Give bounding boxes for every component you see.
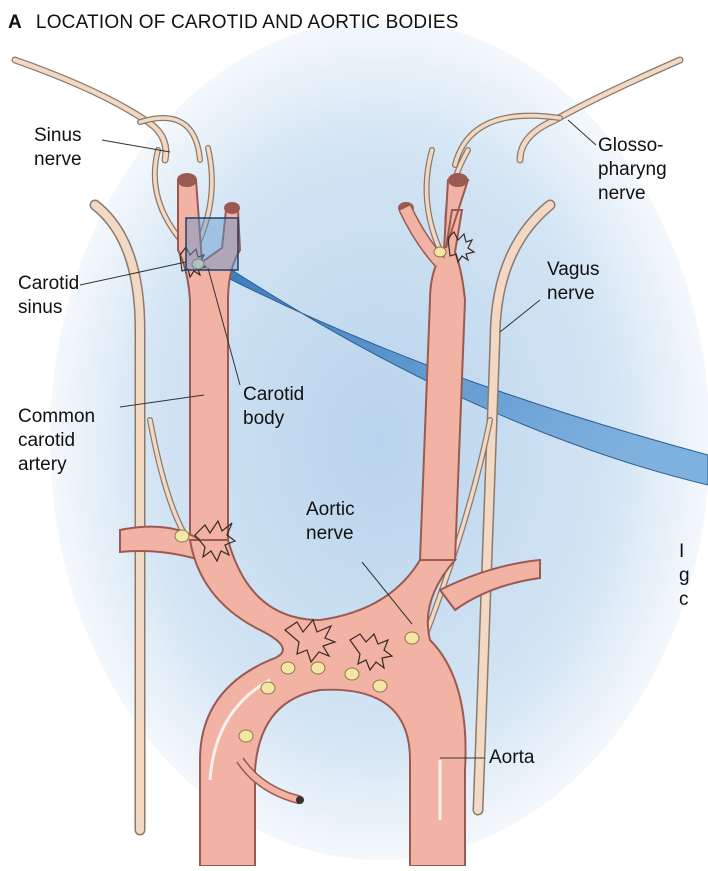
label-line: I (679, 541, 685, 562)
label-cut-off-right: I g c (679, 540, 708, 612)
label-glossopharyngeal-nerve: Glosso- pharyng nerve (598, 134, 667, 206)
vagus-nerve-paths (89, 199, 556, 836)
label-line: Carotid (243, 384, 305, 405)
label-sinus-nerve: Sinus nerve (34, 124, 82, 172)
label-line: artery (18, 454, 67, 475)
label-line: c (679, 589, 689, 610)
label-line: Glosso- (598, 135, 664, 156)
label-line: Vagus (547, 259, 600, 280)
aorta-highlight (208, 678, 271, 781)
label-line: Carotid (18, 273, 80, 294)
panel-letter: A (8, 12, 22, 33)
label-line: sinus (18, 297, 63, 318)
label-carotid-sinus: Carotid sinus (18, 272, 79, 320)
label-line: nerve (598, 183, 646, 204)
label-line: Sinus (34, 125, 82, 146)
label-line: carotid (18, 430, 76, 451)
label-line: body (243, 408, 285, 429)
label-aortic-nerve: Aortic nerve (306, 498, 355, 546)
chemoreceptor-bodies (174, 246, 447, 743)
figure-title-text: LOCATION OF CAROTID AND AORTIC BODIES (35, 12, 459, 33)
zoom-box (185, 217, 239, 271)
label-line: nerve (547, 283, 595, 304)
label-carotid-body: Carotid body (243, 383, 304, 431)
label-line: Common (18, 406, 96, 427)
nerve-plexus (179, 230, 476, 672)
aortic-arch (188, 539, 467, 867)
label-vagus-nerve: Vagus nerve (547, 258, 599, 306)
label-line: nerve (306, 523, 354, 544)
label-aorta: Aorta (489, 747, 535, 768)
leader-lines (79, 119, 597, 759)
label-line: pharyng (598, 159, 667, 180)
label-common-carotid-artery: Common carotid artery (18, 405, 95, 477)
label-line: nerve (34, 149, 82, 170)
label-line: Aortic (306, 499, 355, 520)
right-subclavian (438, 558, 541, 612)
label-line: g (679, 565, 690, 586)
figure-title: A LOCATION OF CAROTID AND AORTIC BODIES (8, 12, 459, 34)
zoom-wedge (227, 269, 708, 486)
background-glow (50, 20, 708, 860)
